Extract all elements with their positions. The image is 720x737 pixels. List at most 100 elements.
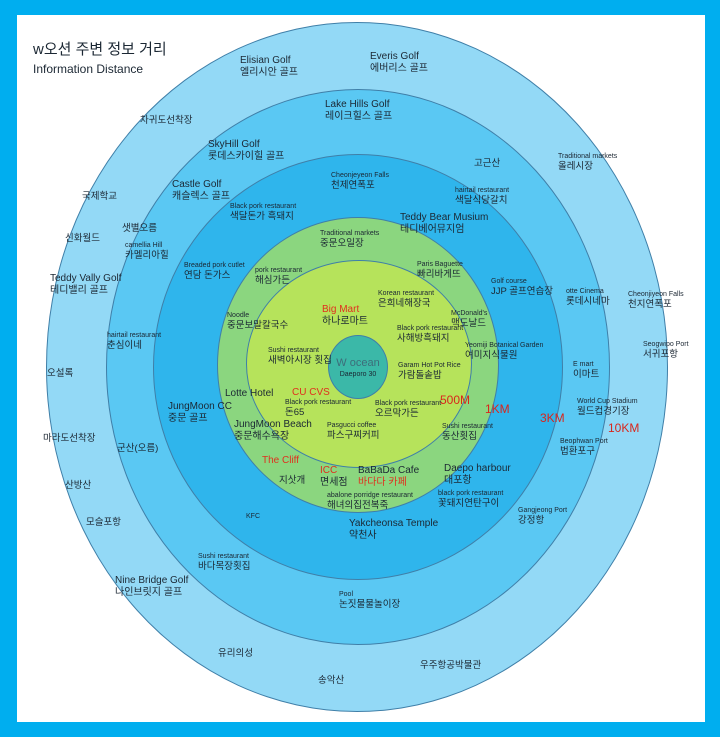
place-name-en: JungMoon Beach bbox=[234, 419, 312, 430]
place-name-ko: 중문오일장 bbox=[320, 238, 364, 250]
place-name-en: Pasgucci coffee bbox=[327, 422, 377, 429]
distance-10km: 10KM bbox=[608, 421, 640, 435]
place-name-en: Korean restaurant bbox=[378, 290, 435, 297]
place-name-en: Breaded pork cutlet bbox=[184, 262, 245, 269]
place-name-ko: 테디베어뮤지엄 bbox=[400, 224, 465, 235]
place-name-ko: 중문보말칼국수 bbox=[227, 320, 289, 332]
place-name-ko: JJP 골프연습장 bbox=[491, 286, 554, 298]
place-name-ko: 오르막가든 bbox=[375, 408, 419, 420]
place-name-en: Sushi restaurant bbox=[198, 553, 249, 560]
place-name-ko: 연담 돈가스 bbox=[184, 270, 231, 282]
place-label: 유리의성 bbox=[218, 648, 253, 659]
place-name-ko: 해녀의집전복죽 bbox=[327, 500, 389, 512]
place-name-en: Sushi restaurant bbox=[442, 423, 493, 430]
place-name-en: KFC bbox=[246, 513, 260, 520]
place-name-ko: 송악산 bbox=[318, 675, 345, 686]
place-name-ko: 모슬포항 bbox=[86, 517, 121, 528]
place-name-en: Black pork restaurant bbox=[397, 325, 464, 332]
place-label: 송악산 bbox=[318, 675, 344, 686]
place-name-en: Traditional markets bbox=[320, 230, 380, 237]
place-name-ko: 새벽아시장 횟집 bbox=[268, 355, 332, 367]
place-name-en: Yakcheonsa Temple bbox=[349, 518, 439, 529]
place-name-en: JungMoon CC bbox=[168, 401, 232, 412]
place-name-ko: 꽃돼지연탄구이 bbox=[438, 498, 500, 510]
place-name-en: Teddy Bear Musium bbox=[400, 212, 489, 223]
place-name-en: Black pork restaurant bbox=[375, 400, 442, 407]
place-name-en: Daepo harbour bbox=[444, 463, 511, 474]
center-name: W ocean bbox=[336, 357, 380, 369]
place-name-ko: 하나로마트 bbox=[322, 316, 368, 327]
place-name-ko: 레이크힐스 골프 bbox=[325, 111, 393, 122]
place-name-en: Big Mart bbox=[322, 304, 360, 315]
place-label: The Cliff bbox=[262, 455, 299, 467]
place-name-ko: 가람돌솥밥 bbox=[398, 370, 442, 382]
place-name-ko: 고근산 bbox=[474, 158, 501, 169]
place-name-ko: 여미지식물원 bbox=[465, 350, 518, 362]
distance-1km: 1KM bbox=[485, 402, 510, 416]
place-name-ko: 동산횟집 bbox=[442, 431, 477, 443]
place-name-ko: 나인브릿지 골프 bbox=[115, 587, 183, 598]
place-name-en: Cheonjiyeon Falls bbox=[628, 291, 684, 298]
place-name-en: Black pork restaurant bbox=[230, 203, 297, 210]
place-name-en: Elisian Golf bbox=[240, 55, 291, 66]
place-name-ko: 바다목장횟집 bbox=[198, 561, 251, 573]
place-name-ko: 대포항 bbox=[444, 475, 472, 486]
place-name-ko: 중문 골프 bbox=[168, 413, 208, 424]
place-name-ko: 춘심이네 bbox=[107, 340, 142, 352]
place-name-ko: 약천사 bbox=[349, 530, 377, 541]
place-name-ko: 바다다 카페 bbox=[358, 477, 407, 488]
place-label: 차귀도선착장 bbox=[140, 115, 192, 126]
place-name-ko: 색달돈가 흑돼지 bbox=[230, 211, 294, 223]
place-name-ko: 샛별오름 bbox=[122, 223, 157, 234]
place-name-en: Teddy Vally Golf bbox=[50, 273, 122, 284]
center-address: Daeporo 30 bbox=[339, 371, 377, 378]
place-name-en: Lake Hills Golf bbox=[325, 99, 390, 110]
distance-500m: 500M bbox=[440, 393, 471, 407]
place-name-en: Noodle bbox=[227, 312, 250, 319]
place-label: 산방산 bbox=[65, 480, 91, 491]
place-name-ko: 은희네해장국 bbox=[378, 298, 431, 310]
place-name-ko: 국제학교 bbox=[82, 191, 117, 202]
place-name-ko: 천제연폭포 bbox=[331, 180, 375, 192]
place-name-en: The Cliff bbox=[262, 455, 300, 466]
place-name-ko: 색달식당갈치 bbox=[455, 195, 508, 207]
place-name-ko: 신화월드 bbox=[65, 233, 100, 244]
place-name-ko: 군산(오름) bbox=[117, 443, 159, 454]
place-name-ko: 마라도선착장 bbox=[43, 433, 96, 444]
place-name-en: Beophwan Port bbox=[560, 438, 608, 445]
place-name-ko: 강정항 bbox=[518, 515, 545, 527]
distance-3km: 3KM bbox=[540, 411, 565, 425]
place-name-ko: 우주항공박물관 bbox=[420, 660, 482, 671]
place-name-en: Golf course bbox=[491, 278, 527, 285]
place-name-ko: 엘리시안 골프 bbox=[240, 67, 298, 78]
place-label: 오설록 bbox=[47, 368, 73, 379]
place-name-en: McDonald's bbox=[451, 310, 488, 317]
place-name-en: ICC bbox=[320, 465, 338, 476]
place-name-ko: 법환포구 bbox=[560, 446, 595, 458]
